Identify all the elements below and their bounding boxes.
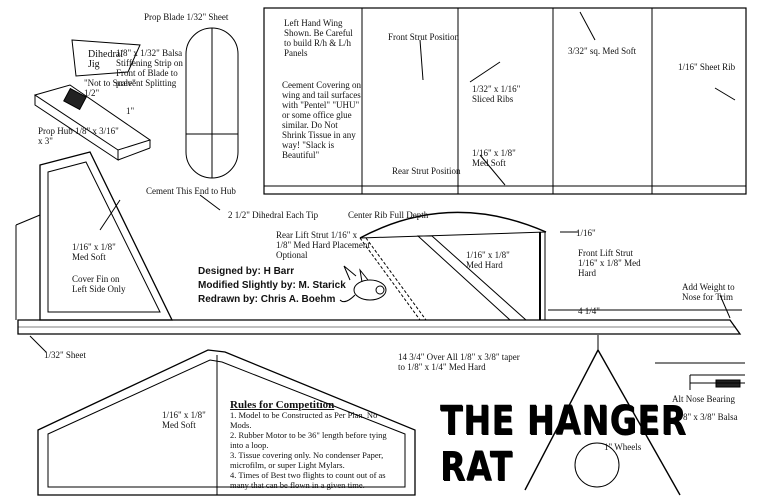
wing-pylon xyxy=(416,235,528,321)
dihedral-jig-label: Dihedral Jig xyxy=(88,49,123,70)
prop-blade-label: Prop Blade 1/32" Sheet xyxy=(144,12,229,22)
add-weight-note: Add Weight to Nose for Trim xyxy=(682,282,735,302)
rule-item-1: 1. Model to be Constructed as Per Plan. … xyxy=(230,410,378,430)
prop-hub-label: Prop Hub 1/8" x 3/16" x 3" xyxy=(38,126,119,146)
sheet-32-label: 1/32" Sheet xyxy=(44,350,86,360)
alt-nose-bearing-label: Alt Nose Bearing xyxy=(672,394,735,404)
wheel xyxy=(574,442,620,488)
spar-size-label: 3/32" sq. Med Soft xyxy=(568,46,637,56)
not-to-scale-note: "Not to Scale" xyxy=(84,78,136,88)
nose-length-dim: 4 1/4" xyxy=(578,306,600,316)
half-inch-dim: 1/2" xyxy=(84,88,100,98)
strut-thickness-label: 1/16" xyxy=(576,228,596,238)
left-wing-note: Left Hand Wing Shown. Be Careful to buil… xyxy=(284,18,353,58)
wing-side-profile xyxy=(359,211,547,239)
designer-credit: Designed by: H Barr xyxy=(198,266,295,277)
rear-strut-position-label: Rear Strut Position xyxy=(392,166,461,176)
plan-title: THE HANGER RAT xyxy=(440,398,687,490)
wheels-label: 1" Wheels xyxy=(604,442,642,452)
mid-strut-label: 1/16" x 1/8" Med Hard xyxy=(466,250,510,270)
one-inch-dim: 1" xyxy=(126,106,135,116)
sheet-rib-label: 1/16" Sheet Rib xyxy=(678,62,736,72)
wing-panel xyxy=(263,7,747,195)
cement-covering-note: Ceement Covering on wing and tail surfac… xyxy=(282,80,361,160)
fin-wood-label: 1/16" x 1/8" Med Soft xyxy=(72,242,116,262)
sliced-ribs-label: 1/32" x 1/16" Sliced Ribs xyxy=(472,84,521,104)
rules-heading: Rules for Competition xyxy=(230,399,335,411)
competition-rules: Rules for Competition 1. Model to be Con… xyxy=(230,399,400,491)
rear-lift-strut-label: Rear Lift Strut 1/16" x 1/8" Med Hard Pl… xyxy=(276,230,370,260)
modifier-credit: Modified Slightly by: M. Starick xyxy=(198,280,346,291)
stiffening-strip-label: 1/8" x 1/32" Balsa Stiffening Strip on F… xyxy=(116,48,183,88)
dihedral-jig-shape xyxy=(71,39,141,77)
fuselage-motor-stick xyxy=(17,319,742,335)
front-strut-position-label: Front Strut Position xyxy=(388,32,460,42)
motor-stick-label: 14 3/4" Over All 1/8" x 3/8" taper to 1/… xyxy=(398,352,520,372)
wing-med-soft-label: 1/16" x 1/8" Med Soft xyxy=(472,148,516,168)
rule-item-2: 2. Rubber Motor to be 36" length before … xyxy=(230,430,387,450)
rule-item-4: 4. Times of Best two flights to count ou… xyxy=(230,470,386,490)
front-lift-strut-label: Front Lift Strut 1/16" x 1/8" Med Hard xyxy=(578,248,641,278)
stab-wood-label: 1/16" x 1/8" Med Soft xyxy=(162,410,206,430)
rule-item-3: 3. Tissue covering only. No condenser Pa… xyxy=(230,450,384,470)
stabilizer-outline xyxy=(37,349,416,496)
cement-hub-label: Cement This End to Hub xyxy=(146,186,236,196)
center-rib-label: Center Rib Full Depth xyxy=(348,210,429,220)
cover-fin-note: Cover Fin on Left Side Only xyxy=(72,274,126,294)
nose-block-label: 1/8" x 3/8" Balsa xyxy=(676,412,738,422)
dihedral-tip-label: 2 1/2" Dihedral Each Tip xyxy=(228,210,319,220)
redrawn-credit: Redrawn by: Chris A. Boehm xyxy=(198,294,336,305)
